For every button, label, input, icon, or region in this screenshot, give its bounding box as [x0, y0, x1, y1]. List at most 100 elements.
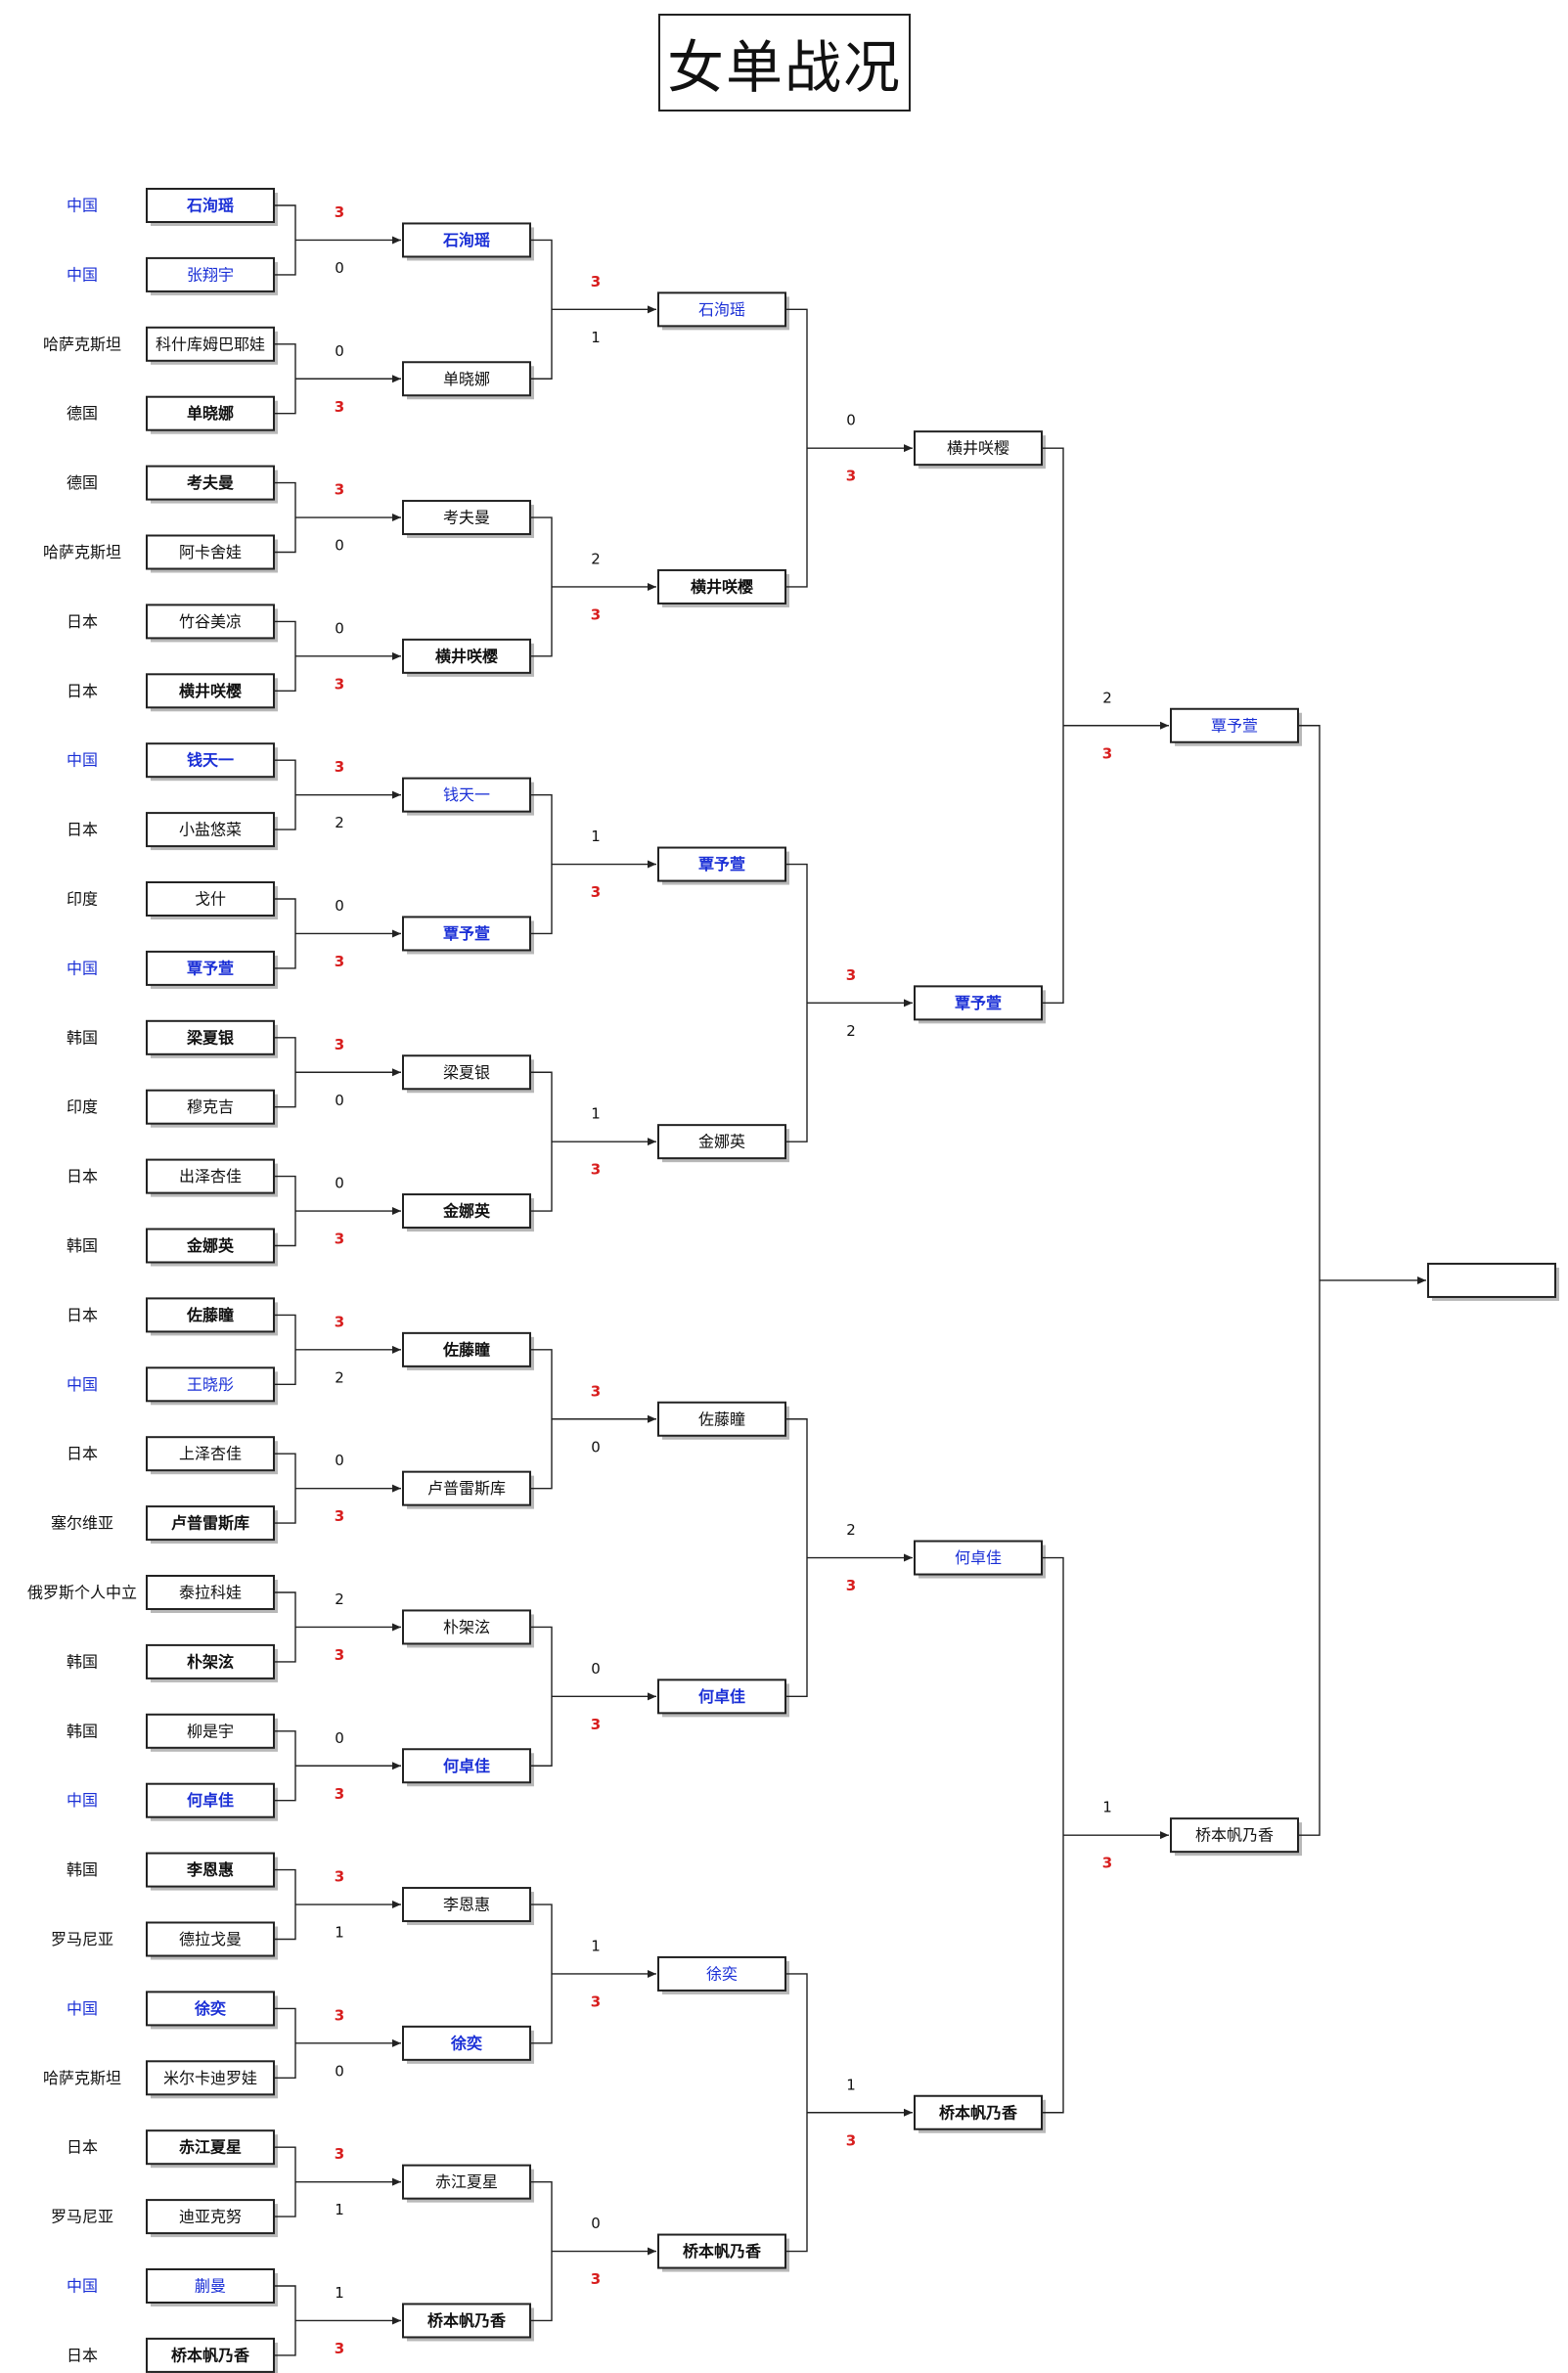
- score-loser: 0: [335, 619, 344, 637]
- player-name: 桥本帆乃香: [171, 2346, 250, 2364]
- score-loser: 2: [846, 1521, 856, 1539]
- player-name: 小盐悠菜: [179, 821, 242, 839]
- player-name: 迪亚克努: [179, 2208, 242, 2226]
- player-box-r1: 覃予萱: [146, 950, 278, 989]
- player-box-r1: 穆克吉: [146, 1089, 278, 1128]
- box-frame: [402, 361, 531, 397]
- country-label: 韩国: [67, 1860, 98, 1879]
- player-name: 桥本帆乃香: [939, 2103, 1018, 2122]
- box-frame: [146, 1089, 275, 1125]
- page-title: 女单战况: [658, 14, 915, 115]
- player-box-r1: 戈什: [146, 881, 278, 919]
- player-name: 佐藤瞳: [698, 1410, 745, 1428]
- score-winner: 3: [591, 1716, 601, 1733]
- score-winner: 3: [335, 203, 344, 221]
- score-winner: 3: [846, 1577, 856, 1594]
- country-label: 韩国: [67, 1652, 98, 1671]
- player-box-r1: 柳是宇: [146, 1713, 278, 1752]
- player-name: 徐奕: [450, 2034, 482, 2052]
- player-name: 李恩惠: [443, 1896, 490, 1914]
- player-box-r1: 德拉戈曼: [146, 1921, 278, 1960]
- box-frame: [146, 2337, 275, 2373]
- bracket-connector: [1042, 447, 1064, 1005]
- player-name: 覃予萱: [955, 994, 1002, 1012]
- box-frame: [146, 812, 275, 848]
- player-name: 竹谷美凉: [179, 612, 242, 631]
- player-name: 梁夏银: [443, 1063, 490, 1082]
- player-box-r1: 石洵瑶: [146, 188, 278, 226]
- score-loser: 2: [1102, 689, 1112, 706]
- player-box-r1: 何卓佳: [146, 1782, 278, 1821]
- score-loser: 0: [846, 412, 856, 429]
- score-loser: 0: [335, 2062, 344, 2080]
- country-label: 日本: [67, 682, 98, 700]
- score-winner: 3: [335, 2340, 344, 2357]
- player-box-r2: 徐奕: [402, 2025, 534, 2064]
- score-loser: 0: [335, 1729, 344, 1747]
- box-frame: [402, 1331, 531, 1367]
- score-winner: 3: [846, 468, 856, 485]
- player-box-r1: 横井咲樱: [146, 673, 278, 712]
- country-label: 日本: [67, 1306, 98, 1324]
- player-name: 徐奕: [194, 1999, 226, 2018]
- box-frame: [402, 500, 531, 536]
- player-box-r1: 单晓娜: [146, 395, 278, 434]
- player-name: 朴架泫: [187, 1652, 234, 1671]
- score-winner: 3: [335, 1646, 344, 1664]
- box-frame: [402, 1470, 531, 1506]
- score-loser: 0: [335, 342, 344, 360]
- player-box-r1: 迪亚克努: [146, 2199, 278, 2238]
- box-frame: [657, 1401, 786, 1437]
- player-box-r3: 何卓佳: [657, 1679, 789, 1718]
- player-box-r1: 钱天一: [146, 742, 278, 782]
- player-name: 卢普雷斯库: [427, 1479, 506, 1498]
- player-box-r3: 徐奕: [657, 1955, 789, 1994]
- player-box-r1: 小盐悠菜: [146, 812, 278, 851]
- player-name: 何卓佳: [443, 1757, 490, 1775]
- player-name: 戈什: [195, 890, 226, 909]
- bracket-connector: [530, 1071, 553, 1212]
- player-box-r2: 卢普雷斯库: [402, 1470, 534, 1509]
- box-frame: [402, 1887, 531, 1923]
- player-name: 科什库姆巴耶娃: [156, 335, 265, 353]
- score-loser: 2: [335, 1368, 344, 1386]
- player-name: 金娜英: [186, 1236, 235, 1255]
- score-winner: 3: [335, 1313, 344, 1330]
- player-name: 何卓佳: [187, 1791, 234, 1810]
- player-name: 单晓娜: [443, 370, 490, 388]
- score-loser: 2: [335, 1590, 344, 1608]
- player-name: 李恩惠: [186, 1860, 234, 1879]
- player-name: 桥本帆乃香: [427, 2311, 507, 2330]
- player-box-r5: 桥本帆乃香: [1170, 1817, 1302, 1857]
- country-label: 日本: [67, 612, 98, 631]
- player-box-r1: 桥本帆乃香: [146, 2337, 278, 2373]
- country-label: 中国: [67, 2277, 98, 2296]
- player-name: 单晓娜: [187, 404, 234, 423]
- box-frame: [146, 1921, 275, 1957]
- bracket-connector: [785, 1418, 808, 1698]
- player-name: 赤江夏星: [179, 2138, 242, 2157]
- country-label: 印度: [67, 890, 98, 909]
- score-winner: 3: [1102, 744, 1112, 762]
- player-box-r1: 赤江夏星: [146, 2129, 278, 2169]
- score-loser: 0: [591, 2215, 601, 2232]
- player-box-r2: 石洵瑶: [402, 222, 534, 261]
- score-loser: 1: [591, 329, 601, 346]
- player-box-r3: 覃予萱: [657, 846, 789, 885]
- score-loser: 1: [846, 2076, 856, 2093]
- player-box-r2: 考夫曼: [402, 500, 534, 539]
- score-winner: 3: [591, 1992, 601, 2010]
- score-winner: 3: [591, 2270, 601, 2288]
- bracket-connector: [530, 516, 553, 657]
- player-box-r3: 横井咲樱: [657, 568, 789, 607]
- bracket-connector: [1298, 725, 1321, 1836]
- player-box-r3: 桥本帆乃香: [657, 2233, 789, 2272]
- score-winner: 3: [335, 953, 344, 970]
- score-winner: 3: [335, 1785, 344, 1803]
- player-box-r3: 石洵瑶: [657, 291, 789, 331]
- player-name: 金娜英: [442, 1202, 491, 1221]
- score-loser: 1: [591, 1105, 601, 1123]
- player-box-r2: 何卓佳: [402, 1748, 534, 1787]
- bracket-connector: [530, 2180, 553, 2322]
- box-frame: [146, 465, 275, 501]
